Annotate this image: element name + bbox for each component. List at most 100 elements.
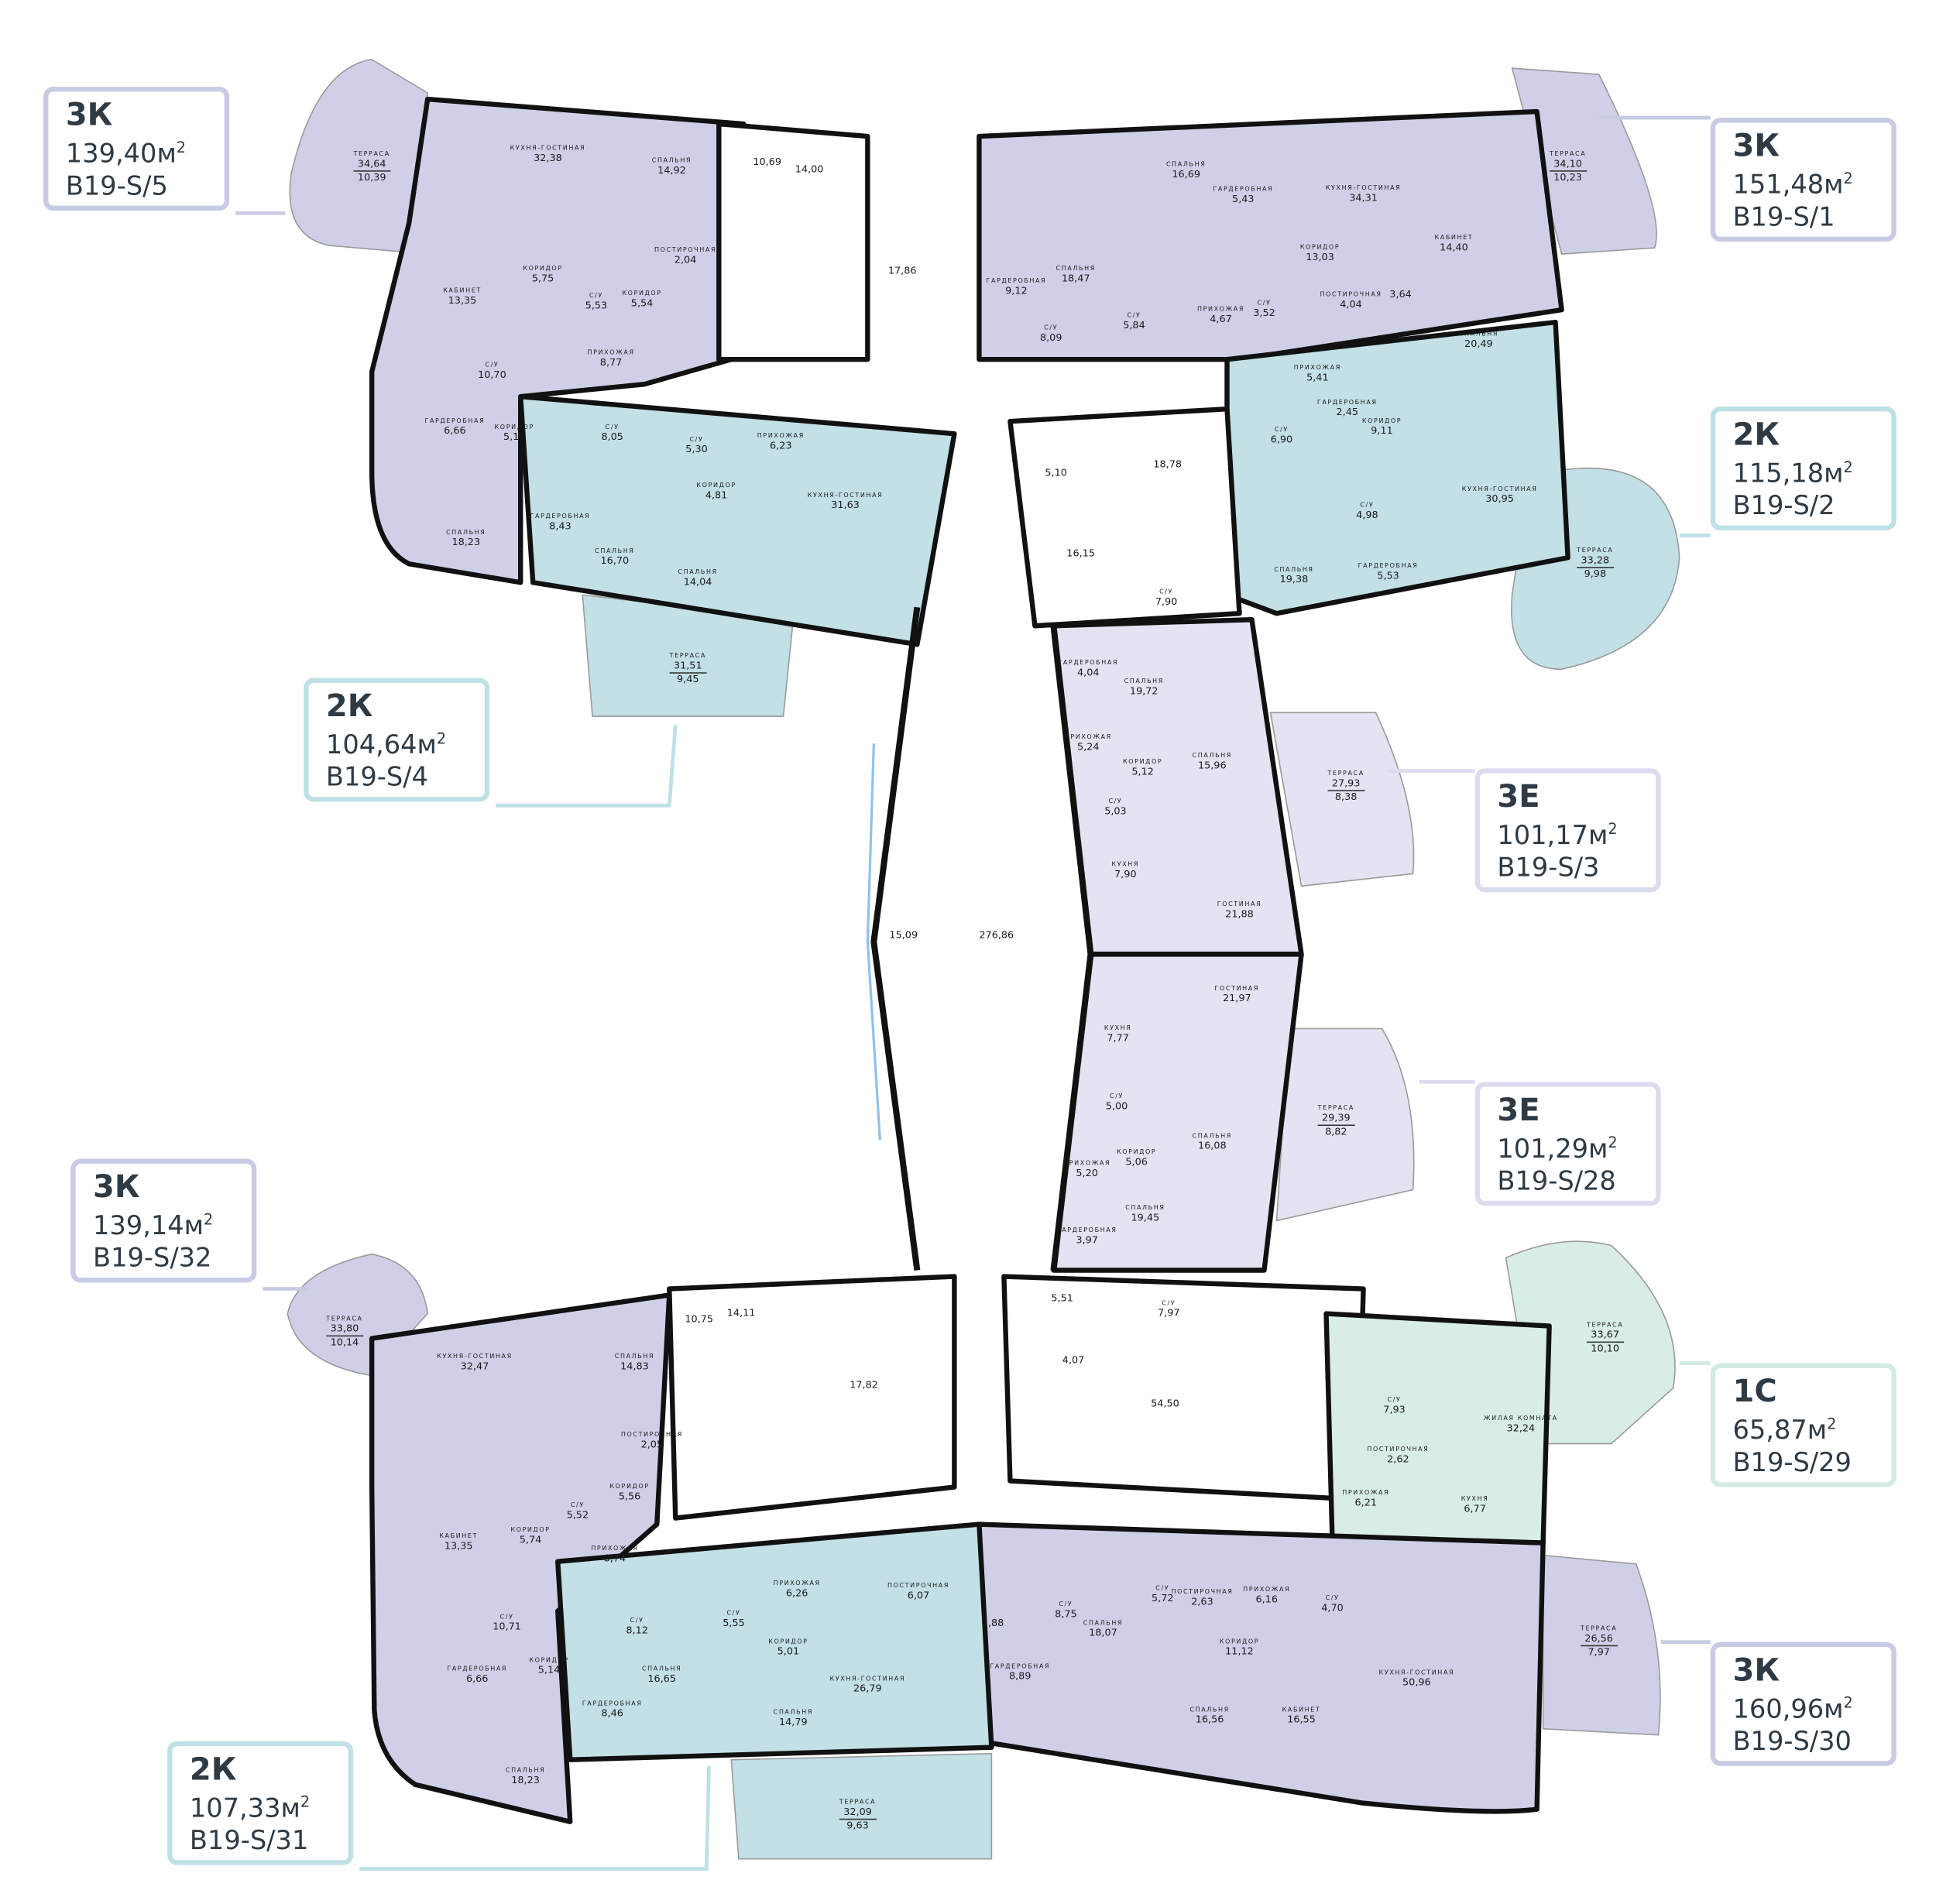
room-name: СПАЛЬНЯ [773, 1709, 814, 1717]
room-name: КУХНЯ-ГОСТИНАЯ [437, 1353, 513, 1361]
room-area-value: 32,47 [460, 1360, 489, 1372]
room-area-value: 5,24 [1076, 741, 1100, 753]
room-area-value: 14,83 [620, 1360, 649, 1372]
room-area-value: 14,79 [778, 1716, 808, 1728]
room-area-value: 19,72 [1129, 685, 1159, 697]
room-name: С/У [485, 362, 499, 369]
room-name: КУХНЯ-ГОСТИНАЯ [510, 145, 586, 153]
room-name: ГАРДЕРОБНАЯ [986, 277, 1047, 286]
room-area-value: 2,63 [1191, 1596, 1213, 1607]
room-name: ТЕРРАСА [1327, 770, 1364, 778]
core-top [716, 121, 870, 362]
room-name: ГАРДЕРОБНАЯ [447, 1666, 508, 1673]
unit-code: B19-S/32 [93, 1243, 212, 1273]
room-area-value: 10,75 [685, 1313, 714, 1325]
room-name: СПАЛЬНЯ [678, 568, 718, 577]
room-area-value: 21,88 [1225, 908, 1254, 920]
room-name: КОРИДОР [523, 265, 563, 273]
room-area-value: 34,10 [1553, 158, 1582, 170]
terrace-reduced-area: 10,23 [1549, 170, 1587, 184]
room-name: КУХНЯ [1461, 1495, 1489, 1504]
room-area-value: 4,98 [1356, 509, 1378, 521]
room-area-value: 5,41 [1306, 372, 1329, 383]
room-name: ПОСТИРОЧНАЯ [620, 1431, 683, 1439]
room-area: 17,86 [888, 266, 917, 278]
room-name: КУХНЯ-ГОСТИНАЯ [1378, 1669, 1455, 1677]
room-area-value: 3,52 [1253, 307, 1275, 319]
room-area: 15,09 [889, 929, 918, 942]
room-name: КУХНЯ-ГОСТИНАЯ [1461, 485, 1538, 493]
room-name: КАБИНЕТ [1282, 1706, 1321, 1714]
room-name: ПРИХОЖАЯ [773, 1580, 821, 1588]
room-area-value: 33,28 [1581, 554, 1610, 566]
terrace-reduced-area: 9,98 [1577, 567, 1614, 581]
room-area-value: 8,89 [1008, 1670, 1032, 1682]
room-name: С/У [630, 1617, 644, 1625]
room-area-value: 32,09 [843, 1806, 872, 1818]
room-area: 54,50 [1151, 1398, 1179, 1410]
room-name: ТЕРРАСА [1586, 1321, 1624, 1329]
room-name: КОРИДОР [696, 482, 736, 490]
room-area-value: 19,45 [1131, 1212, 1160, 1223]
unit-s28 [1051, 952, 1304, 1273]
terrace-s31 [730, 1752, 993, 1860]
room-area-value: 8,05 [601, 431, 623, 443]
room-name: СПАЛЬНЯ [1458, 331, 1499, 338]
room-name: СПАЛЬНЯ [1083, 1619, 1124, 1628]
room-name: ГАРДЕРОБНАЯ [424, 417, 486, 425]
room-name: СПАЛЬНЯ [1056, 265, 1096, 273]
room-name: КОРИДОР [529, 1656, 569, 1665]
room-name: ПОСТИРОЧНАЯ [1367, 1446, 1430, 1454]
room-area-value: 16,56 [1195, 1714, 1224, 1725]
room-area-value: 5,14 [503, 431, 526, 443]
room-name: С/У [1155, 1585, 1170, 1593]
unit-area: 101,29м2 [1497, 1134, 1618, 1164]
room-area: 276,86 [979, 929, 1014, 942]
room-name: СПАЛЬНЯ [651, 157, 692, 165]
unit-code: B19-S/3 [1497, 853, 1600, 883]
room-area-value: 5,53 [585, 300, 608, 311]
room-area-value: 5,54 [630, 297, 654, 309]
terrace-reduced-area: 7,97 [1580, 1645, 1618, 1659]
unit-type: 1С [1732, 1373, 1777, 1409]
room-area-value: 16,69 [1172, 168, 1200, 180]
room-name: С/У [589, 292, 603, 300]
room-area-value: 5,75 [531, 273, 554, 284]
room-area-value: 5,52 [566, 1509, 589, 1521]
room-name: СПАЛЬНЯ [595, 547, 635, 556]
room-name: КОРИДОР [1361, 417, 1402, 425]
room-area-value: 19,38 [1279, 574, 1309, 585]
room-area-value: 5,03 [1104, 805, 1127, 817]
room-name: ПРИХОЖАЯ [1196, 306, 1245, 314]
